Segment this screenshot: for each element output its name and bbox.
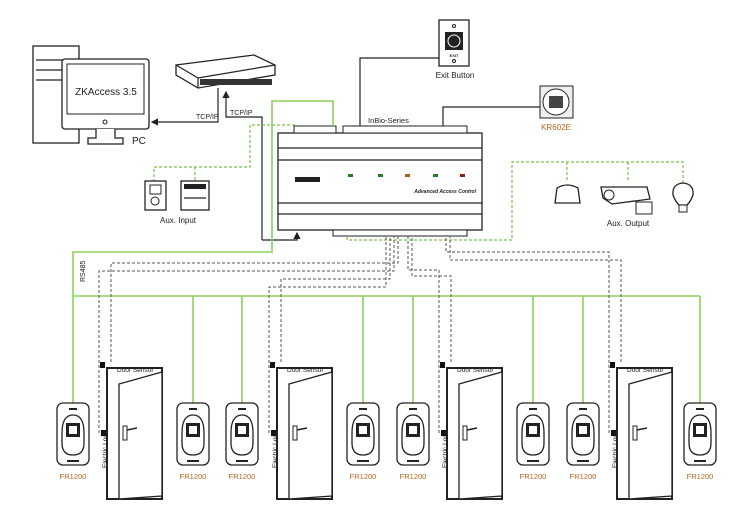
reader-label: FR1200 — [400, 472, 427, 481]
exit-face-text: EXIT — [450, 53, 459, 58]
aux-input-label: Aux. Input — [160, 216, 197, 225]
fr1200-reader-1: FR1200 — [56, 402, 90, 481]
pc-software-label: ZKAccess 3.5 — [75, 87, 137, 98]
electric-lock-label-4: Electric Lock — [612, 430, 619, 468]
electric-lock-label-2: Electric Lock — [272, 430, 279, 468]
reader-label: FR1200 — [350, 472, 377, 481]
electric-lock-label-1: Electric Lock — [102, 430, 109, 468]
reader-label: FR1200 — [520, 472, 547, 481]
rs485-label: RS485 — [80, 260, 87, 282]
controller-caption: Advanced Access Control — [413, 189, 476, 195]
fr1200-reader-2: FR1200 — [176, 402, 210, 481]
reader-label: FR1200 — [60, 472, 87, 481]
aux-output-label: Aux. Output — [607, 219, 650, 228]
electric-lock-label-3: Electric Lock — [442, 430, 449, 468]
keypad-label: KR602E — [541, 123, 571, 132]
door-sensor-label-3: Door Sensor — [457, 367, 494, 374]
tcpip-label-2: TCP/IP — [230, 110, 253, 117]
aux-output-devices — [554, 182, 694, 215]
camera-icon — [600, 186, 653, 215]
reader-label: FR1200 — [180, 472, 207, 481]
fr1200-reader-3: FR1200 — [225, 402, 259, 481]
rs485-bus — [73, 295, 701, 404]
door-sensor-label-1: Door Sensor — [117, 367, 154, 374]
tcpip-link-pc — [150, 88, 219, 126]
exit-button-device: EXIT — [438, 19, 470, 67]
aux-input-devices — [144, 180, 210, 211]
kr602e-keypad — [539, 85, 574, 119]
pc-label: PC — [132, 136, 146, 147]
fr1200-reader-5: FR1200 — [396, 402, 430, 481]
door-4 — [609, 361, 673, 500]
aux-output-wiring — [346, 161, 684, 241]
inbio-controller — [277, 125, 483, 237]
reader-label: FR1200 — [687, 472, 714, 481]
reader-label: FR1200 — [229, 472, 256, 481]
fr1200-reader-6: FR1200 — [516, 402, 550, 481]
network-switch — [175, 54, 276, 89]
door-2 — [269, 361, 333, 500]
tcpip-label-1: TCP/IP — [196, 114, 219, 121]
rs485-trunk — [72, 100, 334, 404]
door-3 — [439, 361, 503, 500]
exit-button-label: Exit Button — [436, 71, 475, 80]
aux-input-wiring — [153, 124, 295, 182]
siren-icon — [554, 184, 581, 204]
fr1200-reader-4: FR1200 — [346, 402, 380, 481]
pc-computer: ZKAccess 3.5 PC — [32, 45, 150, 147]
tcpip-link-controller — [222, 90, 263, 240]
reader-label: FR1200 — [570, 472, 597, 481]
door-wiring — [98, 236, 622, 433]
fr1200-reader-8: FR1200 — [683, 402, 717, 481]
controller-series-label: InBio-Series — [368, 116, 409, 125]
door-sensor-label-4: Door Sensor — [627, 367, 664, 374]
fr1200-reader-7: FR1200 — [566, 402, 600, 481]
door-sensor-label-2: Door Sensor — [287, 367, 324, 374]
light-bulb-icon — [672, 182, 694, 213]
door-1 — [99, 361, 163, 500]
